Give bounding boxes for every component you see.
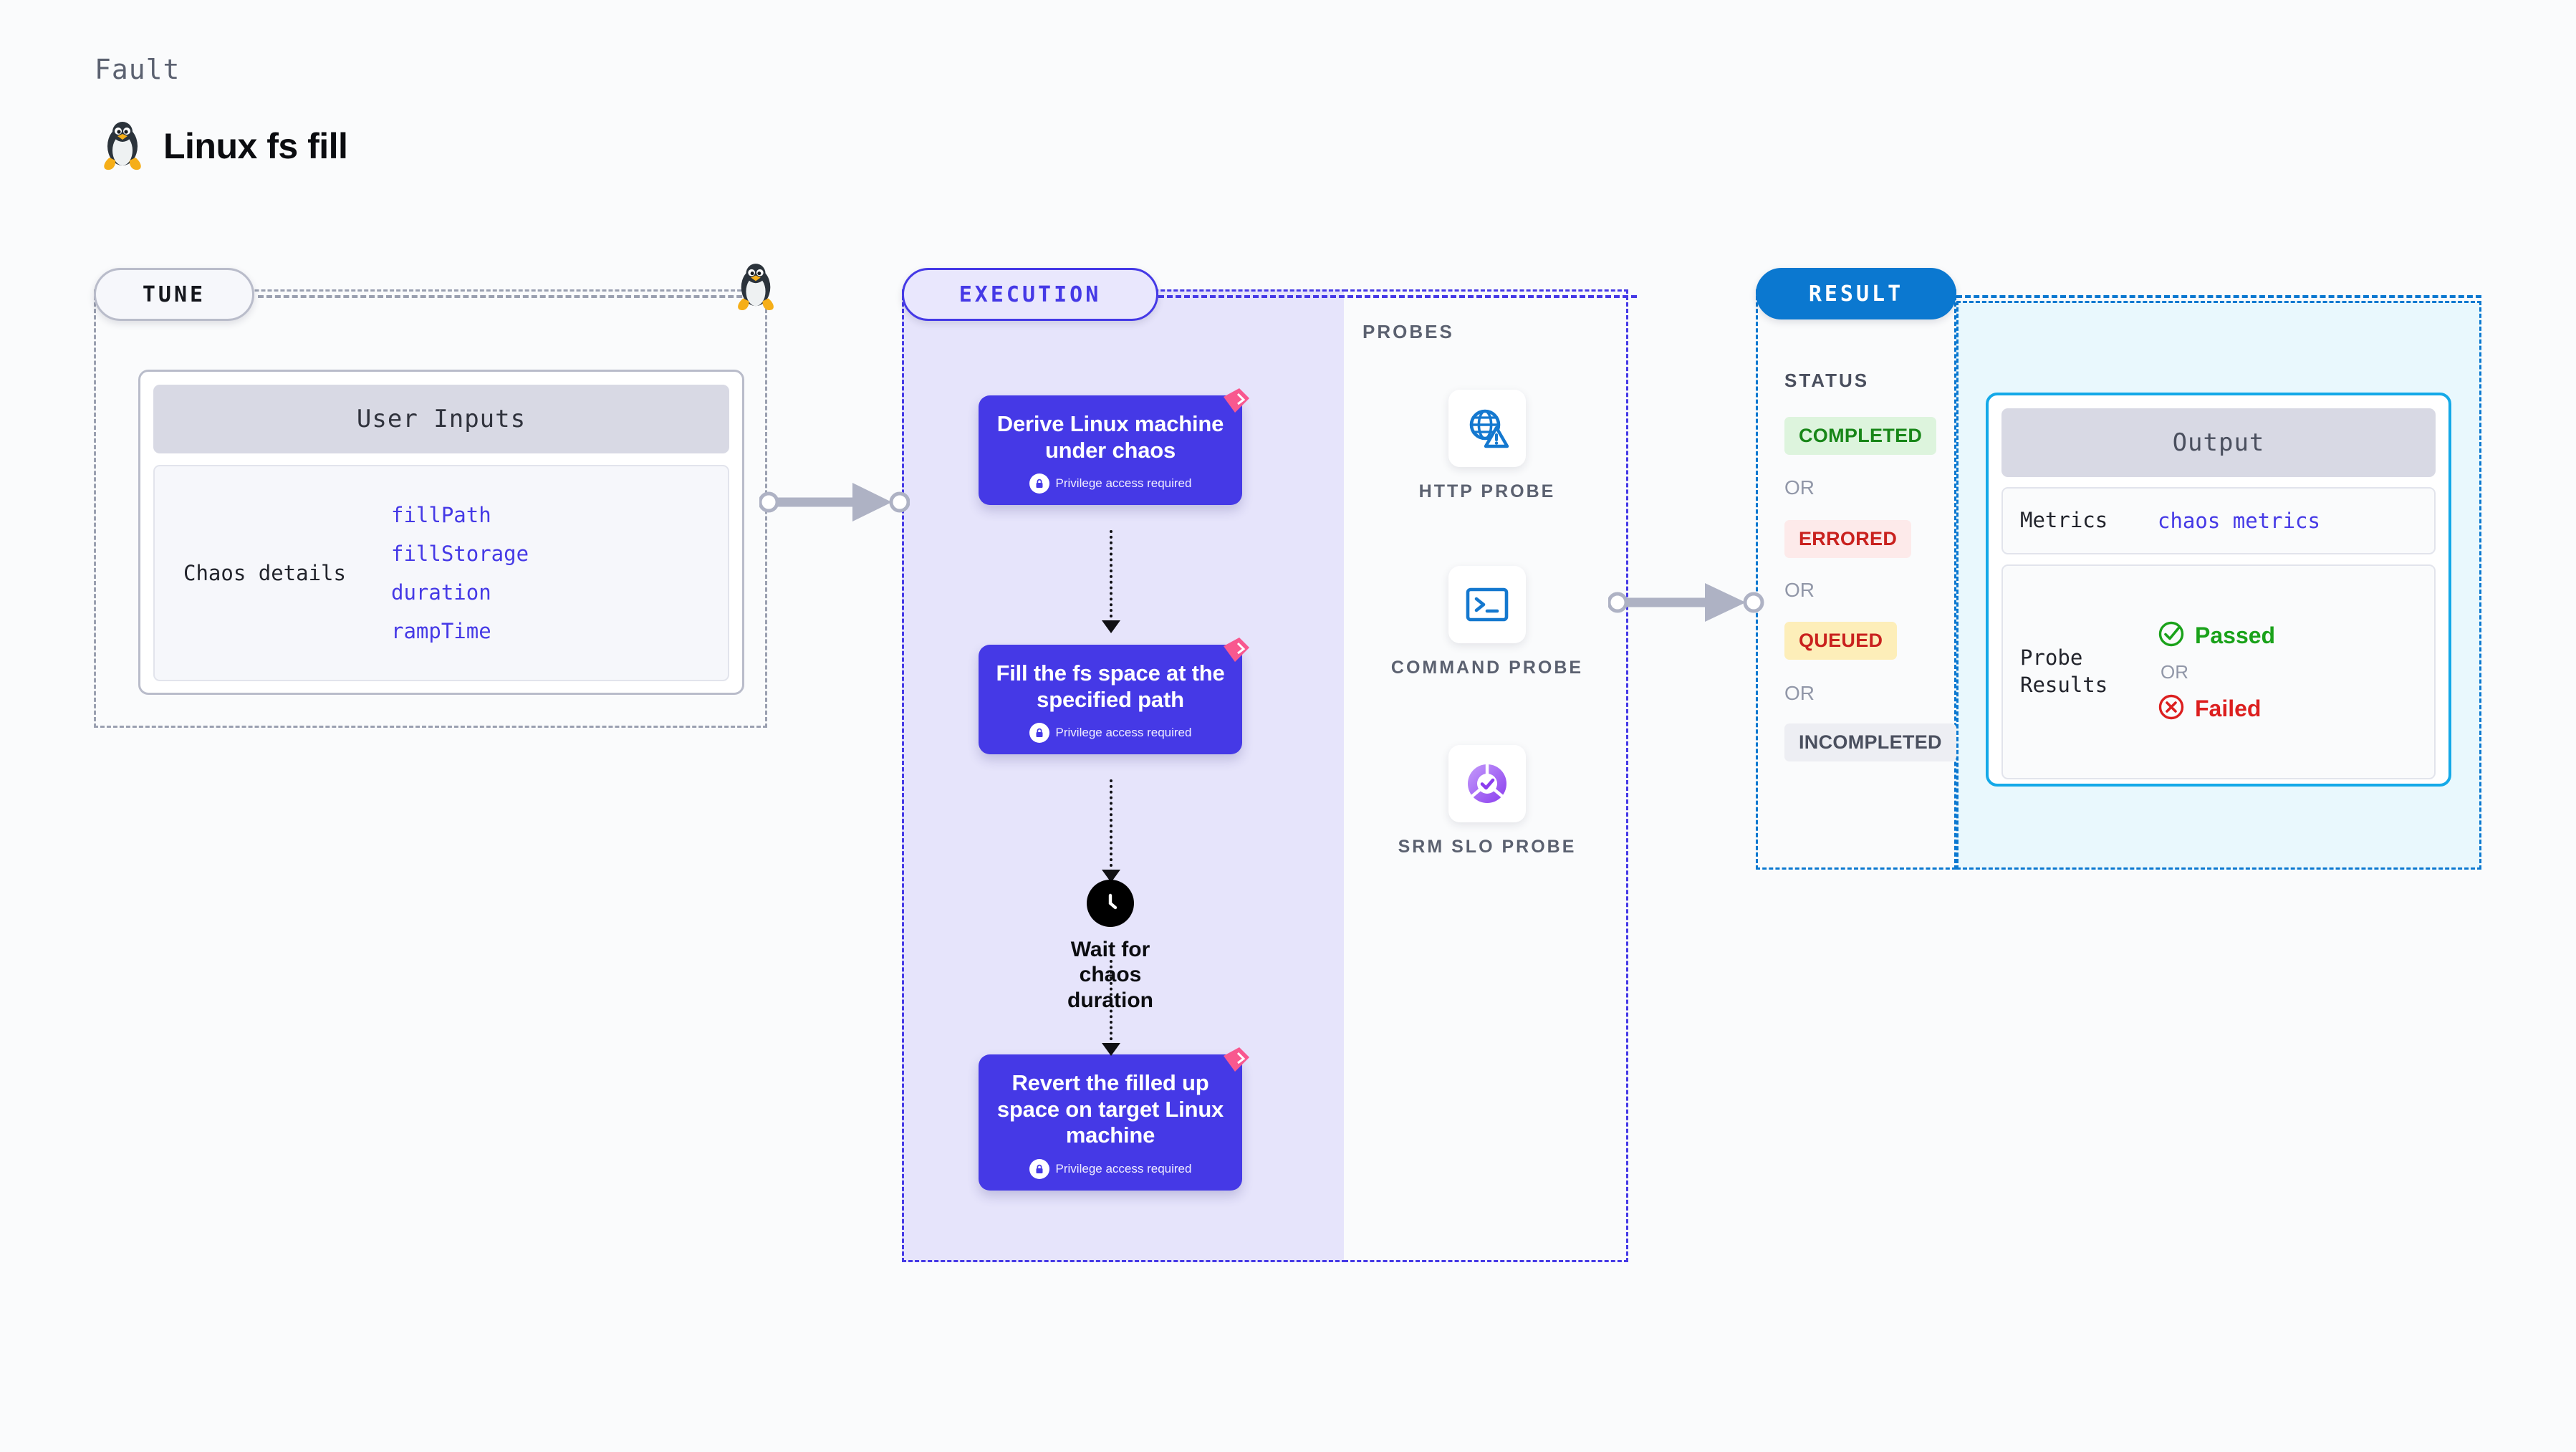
user-inputs-card: User Inputs Chaos details fillPath fillS…: [138, 370, 744, 695]
output-metrics-row: Metrics chaos metrics: [2001, 487, 2436, 554]
page-title: Linux fs fill: [163, 126, 348, 166]
execution-step-1[interactable]: Derive Linux machine under chaos Privile…: [979, 388, 1249, 506]
output-card: Output Metrics chaos metrics Probe Resul…: [1986, 393, 2451, 787]
step-connector-3-arrowhead: [1102, 1043, 1120, 1056]
step-title: Fill the fs space at the specified path: [996, 660, 1225, 712]
user-inputs-header: User Inputs: [153, 385, 729, 453]
lock-icon: [1029, 723, 1049, 744]
x-circle-icon: [2158, 693, 2185, 724]
probe-command[interactable]: COMMAND PROBE: [1387, 566, 1587, 679]
probe-result-passed-label: Passed: [2195, 622, 2276, 648]
status-title: STATUS: [1784, 370, 1870, 391]
step-connector-3: [1110, 960, 1112, 1046]
execution-step-2[interactable]: Fill the fs space at the specified path …: [979, 638, 1249, 755]
page-eyebrow: Fault: [95, 54, 181, 85]
metrics-key: Metrics: [2020, 508, 2108, 533]
slo-donut-check-icon: [1448, 745, 1526, 822]
globe-warning-icon: [1448, 390, 1526, 467]
terminal-icon: [1448, 566, 1526, 643]
step-privilege-label: Privilege access required: [1055, 726, 1192, 740]
step-privilege-label: Privilege access required: [1055, 476, 1192, 491]
probe-results-values: Passed OR Failed: [2158, 620, 2275, 724]
probe-result-passed: Passed: [2158, 620, 2275, 651]
probes-title: PROBES: [1363, 321, 1454, 342]
tune-lead-line: [258, 295, 759, 298]
probe-label: HTTP PROBE: [1418, 481, 1556, 501]
probe-srm-slo[interactable]: SRM SLO PROBE: [1387, 745, 1587, 858]
step-connector-1-arrowhead: [1102, 620, 1120, 633]
tux-penguin-joint-icon: [734, 262, 777, 316]
probe-result-failed: Failed: [2158, 693, 2275, 724]
status-badge-completed: COMPLETED: [1784, 417, 1937, 455]
status-badge-queued: QUEUED: [1784, 622, 1898, 660]
step-connector-1: [1110, 530, 1112, 623]
wait-for-chaos-duration-node: Wait for chaos duration: [1048, 880, 1173, 1013]
param-fillstorage[interactable]: fillStorage: [391, 542, 529, 566]
result-lead-line: [1956, 295, 2481, 298]
step-connector-2: [1110, 779, 1112, 872]
lock-icon: [1029, 1158, 1049, 1179]
metrics-value[interactable]: chaos metrics: [2158, 509, 2320, 533]
step-title: Derive Linux machine under chaos: [996, 411, 1224, 463]
param-fillpath[interactable]: fillPath: [391, 503, 491, 527]
step-privilege-label: Privilege access required: [1055, 1161, 1192, 1175]
connector-tune-to-execution: [758, 477, 910, 531]
probe-http[interactable]: HTTP PROBE: [1387, 390, 1587, 503]
stage-pill-result[interactable]: RESULT: [1756, 268, 1956, 319]
probe-label: COMMAND PROBE: [1390, 658, 1584, 678]
flag-marker-icon: [1221, 1044, 1252, 1080]
step-privilege-note: Privilege access required: [991, 723, 1229, 744]
stage-pill-tune[interactable]: TUNE: [94, 268, 254, 321]
status-badge-errored: ERRORED: [1784, 520, 1912, 558]
execution-step-3[interactable]: Revert the filled up space on target Lin…: [979, 1047, 1249, 1191]
wait-node-label: Wait for chaos duration: [1067, 938, 1153, 1012]
flag-marker-icon: [1221, 385, 1252, 420]
flag-marker-icon: [1221, 635, 1252, 670]
status-or-1: OR: [1784, 476, 1815, 499]
step-title: Revert the filled up space on target Lin…: [996, 1070, 1224, 1148]
status-or-3: OR: [1784, 682, 1815, 704]
tux-penguin-icon: [100, 120, 145, 172]
step-privilege-note: Privilege access required: [991, 1158, 1229, 1179]
stage-pill-execution[interactable]: EXECUTION: [902, 268, 1158, 321]
status-or-2: OR: [1784, 579, 1815, 601]
param-ramptime[interactable]: rampTime: [391, 619, 491, 643]
status-badge-incompleted: INCOMPLETED: [1784, 723, 1956, 761]
check-circle-icon: [2158, 620, 2185, 651]
chaos-details-params: fillPath fillStorage duration rampTime: [391, 503, 529, 643]
page-title-row: Linux fs fill: [100, 120, 348, 172]
probe-result-failed-label: Failed: [2195, 695, 2262, 721]
param-duration[interactable]: duration: [391, 580, 491, 605]
probe-label: SRM SLO PROBE: [1398, 837, 1577, 857]
connector-probes-to-result: [1607, 577, 1766, 631]
lock-icon: [1029, 473, 1049, 494]
result-region: [1756, 289, 1956, 870]
output-header: Output: [2001, 408, 2436, 477]
chaos-details-row: Chaos details fillPath fillStorage durat…: [153, 465, 729, 681]
step-privilege-note: Privilege access required: [991, 473, 1229, 494]
execution-lead-line: [1158, 295, 1637, 298]
step-connector-2-arrowhead: [1102, 870, 1120, 883]
probe-result-or: OR: [2161, 660, 2188, 683]
output-probe-results-row: Probe Results Passed OR: [2001, 564, 2436, 779]
clock-icon: [1087, 880, 1134, 927]
chaos-details-label: Chaos details: [183, 561, 346, 585]
probe-results-key: Probe Results: [2020, 645, 2108, 697]
